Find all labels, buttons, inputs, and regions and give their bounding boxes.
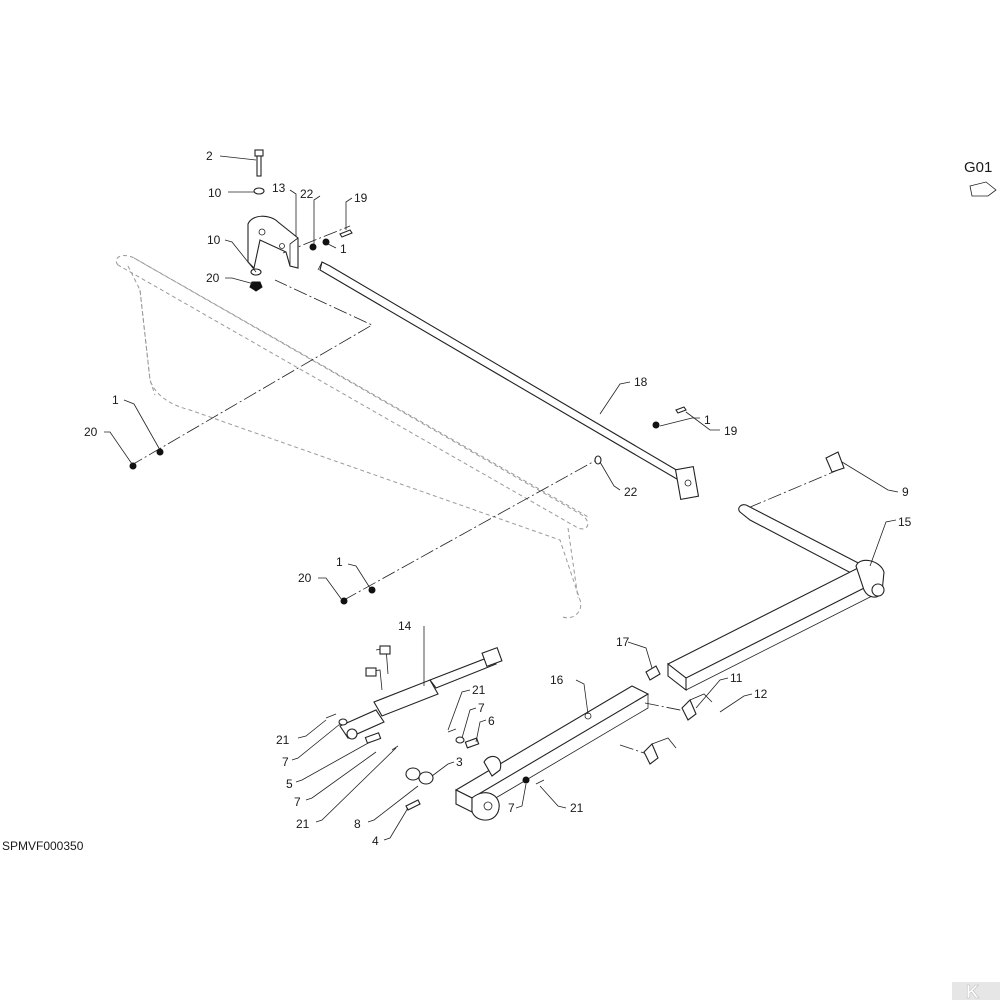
- callout-10a: 10: [208, 186, 222, 200]
- callout-12: 12: [754, 687, 768, 701]
- callout-7a: 7: [478, 701, 485, 715]
- callout-16: 16: [550, 673, 564, 687]
- callout-7b: 7: [282, 755, 289, 769]
- cylinder-part-14: [339, 645, 503, 740]
- bolt-part-2: [254, 149, 264, 177]
- left-end-fasteners: [129, 448, 376, 605]
- callout-22a: 22: [300, 187, 314, 201]
- callout-6: 6: [488, 714, 495, 728]
- callout-21b: 21: [276, 733, 290, 747]
- callout-labels: 2 10 13 22 19 1 10 20 1 20 18 19 1 22 9 …: [84, 149, 912, 848]
- callout-11: 11: [730, 671, 743, 685]
- callout-10b: 10: [207, 233, 221, 247]
- brand-mark: K: [966, 982, 979, 1000]
- ghost-frame-outline: [115, 255, 591, 619]
- callout-21a: 21: [472, 683, 486, 697]
- callout-20c: 20: [298, 571, 312, 585]
- pin-part-9: [825, 451, 845, 473]
- bracket-part-13: [247, 215, 299, 270]
- page-arrow-icon: [969, 181, 997, 197]
- callout-1c: 1: [704, 413, 711, 427]
- linch-pins-11-12: [643, 693, 713, 765]
- callout-14: 14: [398, 619, 412, 633]
- callout-15: 15: [898, 515, 912, 529]
- callout-20b: 20: [84, 425, 98, 439]
- callout-1b: 1: [112, 393, 119, 407]
- callout-19b: 19: [724, 424, 738, 438]
- callout-21d: 21: [570, 801, 584, 815]
- page-reference[interactable]: G01: [964, 159, 997, 197]
- callout-3: 3: [456, 755, 463, 769]
- callout-1a: 1: [340, 242, 347, 256]
- callout-13: 13: [272, 181, 286, 195]
- callout-18: 18: [634, 375, 648, 389]
- callout-7c: 7: [294, 795, 301, 809]
- callout-7d: 7: [508, 801, 515, 815]
- callout-2: 2: [206, 149, 213, 163]
- pin-part-17: [645, 665, 661, 681]
- callout-1d: 1: [336, 555, 343, 569]
- small-pins-rings: [325, 713, 545, 811]
- drawing-code: SPMVF000350: [2, 839, 84, 853]
- callout-8: 8: [354, 817, 361, 831]
- callout-19a: 19: [354, 191, 368, 205]
- page-ref-label: G01: [964, 159, 992, 176]
- arm-part-16: [454, 685, 650, 821]
- callout-17: 17: [616, 635, 630, 649]
- callout-22b: 22: [624, 485, 638, 499]
- leader-lines: [104, 155, 899, 841]
- callout-4: 4: [372, 834, 379, 848]
- tube-part-15: [666, 504, 885, 692]
- callout-20a: 20: [206, 271, 220, 285]
- callout-9: 9: [902, 485, 909, 499]
- shaft-part-18: [317, 261, 700, 500]
- brand-logo: K: [952, 982, 1000, 1000]
- callout-5: 5: [286, 777, 293, 791]
- callout-21c: 21: [296, 817, 310, 831]
- bracket-fasteners: [249, 187, 687, 465]
